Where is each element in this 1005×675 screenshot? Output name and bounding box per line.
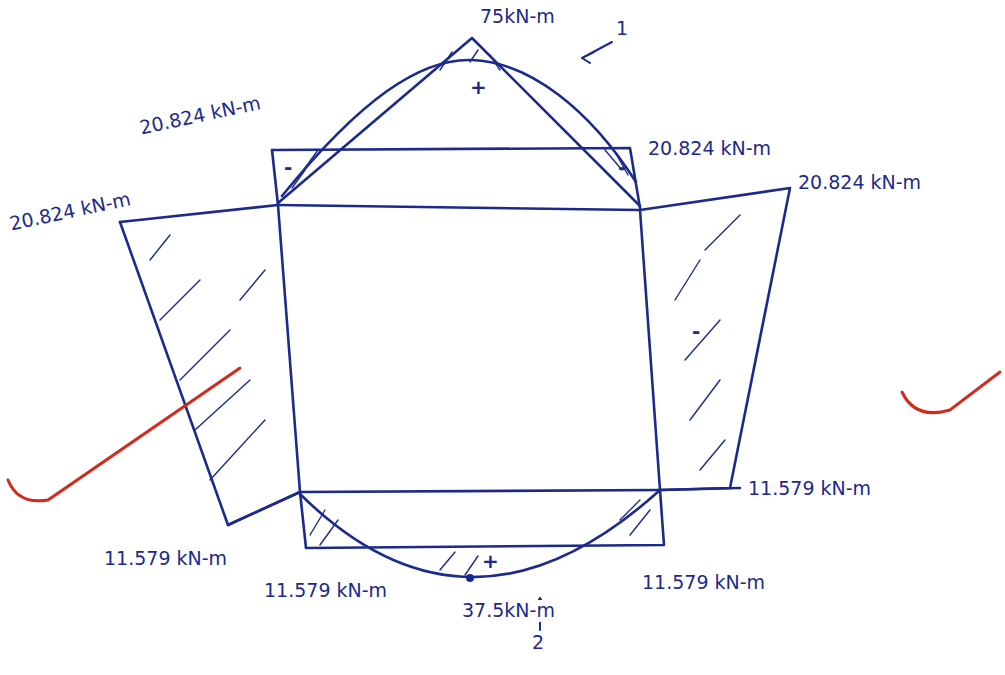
- sign-mark: +: [468, 76, 489, 99]
- moment-line: [660, 488, 740, 490]
- bottom-beam: [300, 490, 660, 492]
- moment-line: [640, 188, 790, 490]
- sign-mark: +: [480, 550, 501, 573]
- moment-line: [120, 222, 300, 525]
- moment-value: 20.824 kN-m: [646, 138, 773, 160]
- moment-value: 20.824 kN-m: [6, 188, 135, 236]
- moment-value: 11.579 kN-m: [746, 478, 873, 500]
- moment-line: [120, 205, 278, 222]
- section-number: 2: [530, 632, 546, 654]
- moment-rectangle: [272, 148, 640, 208]
- sign-mark: -: [616, 156, 628, 179]
- midspan-dot: [466, 574, 474, 582]
- right-column: [640, 210, 660, 490]
- sign-mark: -: [690, 320, 702, 343]
- section-number: 1: [614, 18, 630, 40]
- moment-rectangle: [272, 150, 278, 205]
- moment-value: 20.824 kN-m: [796, 172, 923, 194]
- moment-parabola: [300, 490, 660, 577]
- check-mark: [902, 372, 1000, 413]
- check-mark: [8, 368, 240, 501]
- left-column: [278, 205, 300, 492]
- top-beam: [278, 205, 640, 210]
- moment-value: 20.824 kN-m: [136, 92, 265, 140]
- moment-parabola: [282, 60, 636, 196]
- moment-value: 11.579 kN-m: [102, 548, 229, 570]
- moment-value: 37.5kN-m: [460, 600, 557, 622]
- moment-triangle: [278, 38, 640, 206]
- sign-mark: -: [282, 156, 294, 179]
- moment-value: 75kN-m: [478, 6, 557, 28]
- moment-value: 11.579 kN-m: [262, 580, 389, 602]
- moment-line: [228, 492, 300, 525]
- moment-value: 11.579 kN-m: [640, 572, 767, 594]
